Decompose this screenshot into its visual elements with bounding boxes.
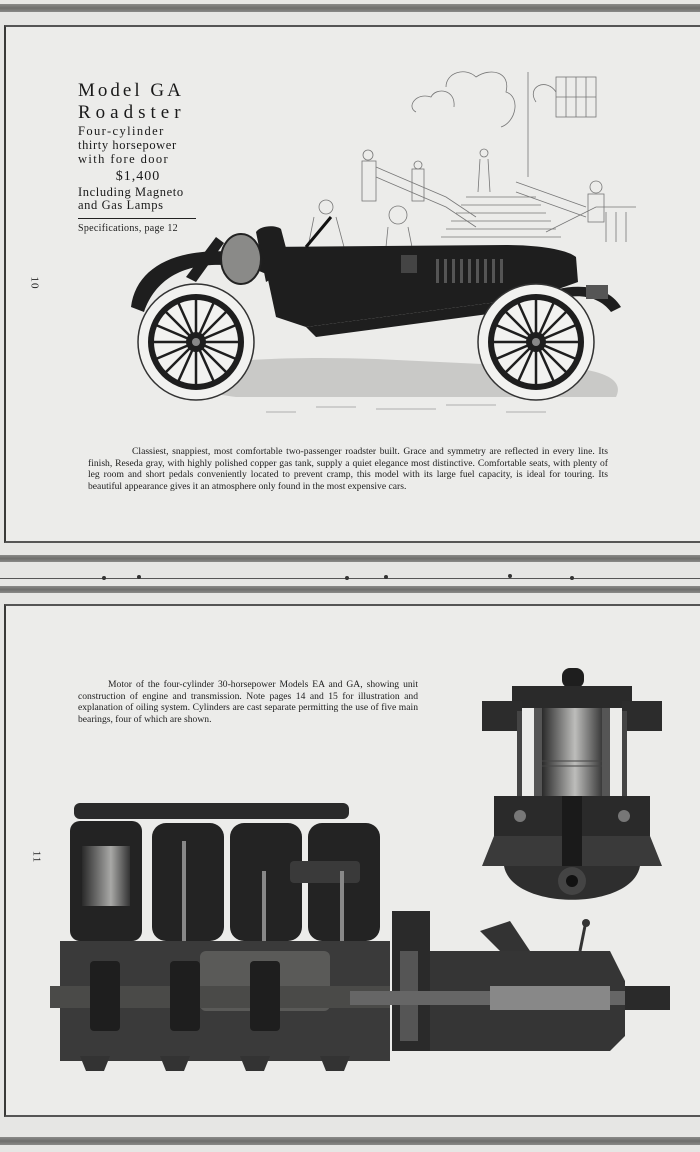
description-paragraph: Classiest, snappiest, most comfortable t… [88, 446, 608, 492]
rear-wheel [137, 283, 255, 401]
caption-text: Motor of the four-cylinder 30-horsepower… [78, 679, 418, 725]
specifications-reference: Specifications, page 12 [78, 223, 178, 234]
stitch [345, 576, 349, 580]
included-line-1: Including Magneto [78, 185, 184, 199]
price: $1,400 [115, 169, 161, 184]
spec-line-1: Four-cylinder [78, 124, 165, 138]
roadster-illustration [131, 71, 636, 413]
model-name: Model GA [78, 80, 184, 101]
stitch [102, 576, 106, 580]
engine-end-cutaway [482, 668, 662, 900]
page-10: 10 Model GA Roadster Four-cylinder thirt… [4, 25, 700, 543]
included-line-2: and Gas Lamps [78, 198, 164, 212]
model-title-block: Model GA Roadster Four-cylinder thirty h… [78, 80, 198, 234]
spec-line-3: with fore door [78, 152, 170, 166]
page-seam [0, 578, 700, 579]
title-divider [78, 218, 196, 219]
binding-band-middle-2 [0, 586, 700, 593]
description-text: Classiest, snappiest, most comfortable t… [88, 446, 608, 492]
stitch [508, 574, 512, 578]
binding-band-middle-1 [0, 555, 700, 562]
stitch [384, 575, 388, 579]
page-number: 10 [28, 276, 41, 290]
engine-side-cutaway [50, 803, 670, 1071]
spec-line-2: thirty horsepower [78, 138, 177, 152]
engine-caption: Motor of the four-cylinder 30-horsepower… [78, 679, 418, 725]
car-body [131, 216, 621, 337]
page-number: 11 [30, 850, 43, 864]
stitch [570, 576, 574, 580]
model-type: Roadster [78, 102, 186, 123]
front-wheel [477, 283, 595, 401]
page-11: 11 Motor of the four-cylinder 30-horsepo… [4, 604, 700, 1117]
binding-band-bottom [0, 1137, 700, 1145]
stitch [137, 575, 141, 579]
binding-band-top [0, 4, 700, 12]
